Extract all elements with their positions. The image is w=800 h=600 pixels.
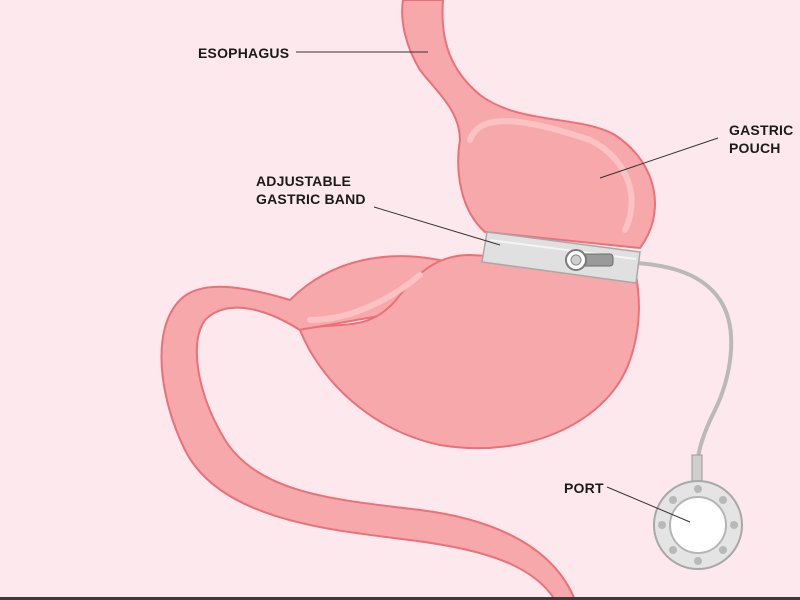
lower-stomach	[298, 253, 640, 450]
adjustable-gastric-band-label: ADJUSTABLE GASTRIC BAND	[256, 172, 366, 208]
bottom-border	[0, 597, 800, 600]
stomach-highlight	[307, 272, 423, 323]
esophagus-label: ESOPHAGUS	[198, 45, 290, 61]
band-connector	[565, 249, 614, 271]
gastric-pouch-label-line-2: POUCH	[729, 140, 781, 156]
gastric-pouch-leader-line	[599, 137, 719, 179]
gastric-band-label-line-1: ADJUSTABLE	[256, 173, 352, 189]
intestine	[160, 255, 577, 600]
gastric-pouch-label: GASTRIC POUCH	[729, 121, 793, 157]
gastric-band-leader-line	[373, 206, 501, 246]
gastric-band-label-line-2: GASTRIC BAND	[256, 191, 366, 207]
port-device	[653, 454, 743, 570]
connection-tube	[608, 260, 734, 487]
port-leader-line	[606, 486, 691, 523]
gastric-pouch-label-line-1: GASTRIC	[729, 122, 794, 138]
port-label: PORT	[564, 480, 604, 496]
pouch-highlight	[467, 118, 635, 233]
